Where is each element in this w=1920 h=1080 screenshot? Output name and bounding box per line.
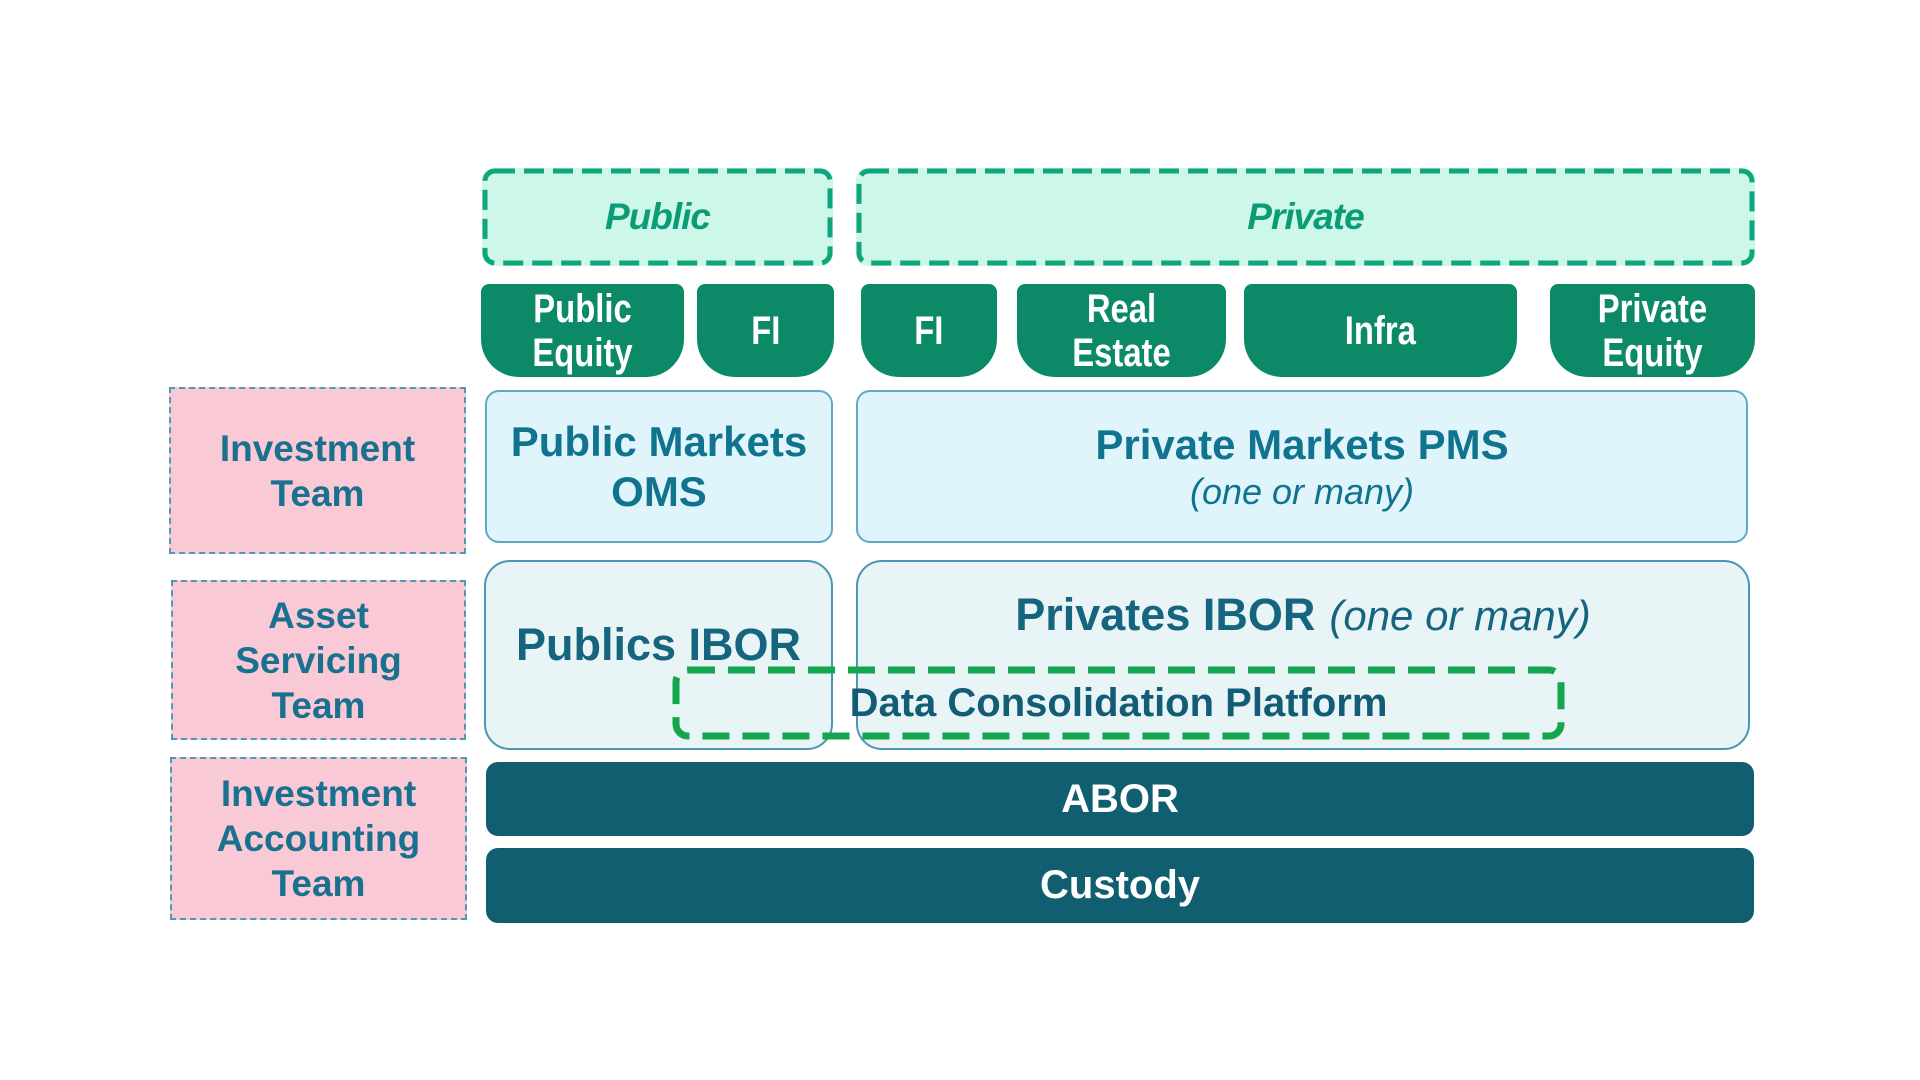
team-asset-servicing-label: Asset Servicing Team bbox=[235, 594, 402, 726]
abor-bar: ABOR bbox=[486, 762, 1754, 836]
private-markets-pms-note: (one or many) bbox=[1189, 470, 1415, 512]
tab-real-estate-label: Real Estate bbox=[1072, 286, 1171, 375]
abor-label: ABOR bbox=[1061, 776, 1179, 821]
privates-ibor-panel: Privates IBOR (one or many) bbox=[856, 560, 1750, 750]
tab-infra: Infra bbox=[1244, 284, 1517, 377]
tab-fi-public: FI bbox=[697, 284, 834, 377]
private-markets-pms-panel: Private Markets PMS (one or many) bbox=[856, 390, 1748, 543]
team-investment-accounting: Investment Accounting Team bbox=[170, 757, 467, 920]
tab-public-equity-label: Public Equity bbox=[532, 286, 633, 375]
public-markets-oms-panel: Public Markets OMS bbox=[485, 390, 833, 543]
team-investment: Investment Team bbox=[169, 387, 466, 554]
public-markets-oms-title: Public Markets OMS bbox=[510, 417, 808, 515]
team-investment-label: Investment Team bbox=[219, 427, 416, 514]
private-group-label: Private bbox=[1247, 196, 1364, 237]
publics-ibor-title: Publics IBOR bbox=[515, 619, 802, 670]
public-group-label: Public bbox=[604, 196, 711, 237]
team-asset-servicing: Asset Servicing Team bbox=[171, 580, 466, 740]
tab-public-equity: Public Equity bbox=[481, 284, 684, 377]
public-group-dashed-border bbox=[482, 168, 833, 266]
public-group-header: Public bbox=[482, 168, 833, 266]
custody-label: Custody bbox=[1040, 863, 1200, 907]
custody-bar: Custody bbox=[486, 848, 1754, 923]
private-markets-pms-title: Private Markets PMS bbox=[1095, 420, 1509, 468]
tab-infra-label: Infra bbox=[1344, 308, 1417, 353]
publics-ibor-panel: Publics IBOR bbox=[484, 560, 833, 750]
tab-private-equity-label: Private Equity bbox=[1597, 286, 1708, 375]
privates-ibor-note: (one or many) bbox=[1329, 592, 1591, 639]
tab-real-estate: Real Estate bbox=[1017, 284, 1226, 377]
data-consolidation-dashed-border bbox=[672, 666, 1565, 740]
tab-fi-public-label: FI bbox=[750, 308, 781, 353]
tab-fi-private-label: FI bbox=[914, 308, 944, 353]
private-group-header: Private bbox=[856, 168, 1755, 266]
private-group-dashed-border bbox=[856, 168, 1755, 266]
data-consolidation-platform: Data Consolidation Platform bbox=[672, 666, 1565, 740]
team-investment-accounting-label: Investment Accounting Team bbox=[216, 773, 421, 904]
privates-ibor-title: Privates IBOR bbox=[1015, 589, 1316, 640]
tab-private-equity: Private Equity bbox=[1550, 284, 1755, 377]
tab-fi-private: FI bbox=[861, 284, 997, 377]
data-consolidation-label: Data Consolidation Platform bbox=[849, 680, 1388, 725]
